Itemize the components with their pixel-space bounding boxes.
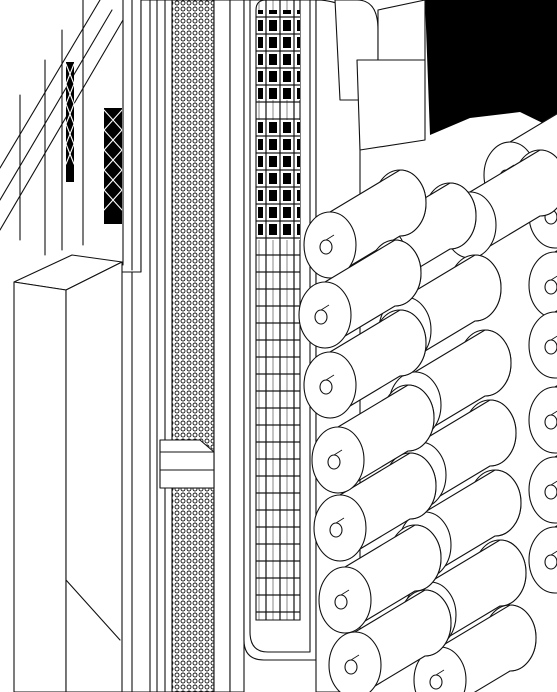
cylinder-axle-hub <box>544 339 557 355</box>
cylinder-axle-hub <box>319 239 333 255</box>
cylinder <box>528 525 557 594</box>
cylinder-axle-hub <box>544 484 557 500</box>
cylinder-axle-hub <box>544 554 557 570</box>
cylinder-front-cap <box>528 456 557 524</box>
perforated-mesh-column <box>171 0 215 692</box>
cylinder-axle-hub <box>327 454 341 470</box>
window-mullions <box>122 0 142 273</box>
cylinder-axle-hub <box>544 279 557 295</box>
cylinder-axle-edge <box>550 275 557 281</box>
cylinder-axle-hub <box>329 522 343 538</box>
cross-braced-truss <box>65 62 123 224</box>
cylinder <box>413 604 537 692</box>
diagonal-railing <box>0 0 124 256</box>
cylinder-axle-edge <box>435 669 445 676</box>
cylinder-front-cap <box>528 526 557 594</box>
cylinder-axle-edge <box>325 374 335 381</box>
cylinder <box>298 239 422 349</box>
cylinder-axle-hub <box>544 414 557 430</box>
grid-window-panel <box>255 0 301 621</box>
cylinder-axle-hub <box>429 674 443 690</box>
crossbar-beam <box>159 439 215 489</box>
cylinder-axle-edge <box>350 654 360 661</box>
cylinder <box>328 589 452 692</box>
cylinder-front-cap <box>528 311 557 379</box>
low-plinth-block <box>13 254 123 692</box>
cylinder-axle-hub <box>314 309 328 325</box>
cylinder-axle-edge <box>550 410 557 416</box>
cylinder-axle-edge <box>550 480 557 486</box>
cylinder <box>303 309 427 419</box>
cylinder-axle-edge <box>335 517 345 524</box>
stacked-cylinder-array <box>298 113 557 692</box>
cylinder-axle-edge <box>320 304 330 311</box>
cylinder-axle-edge <box>550 335 557 341</box>
cylinder-axle-hub <box>344 659 358 675</box>
cylinder-axle-hub <box>319 379 333 395</box>
outer-frame-wall <box>119 0 161 692</box>
black-void <box>425 0 557 135</box>
cylinder-axle-edge <box>550 550 557 556</box>
cylinder-axle-hub <box>334 594 348 610</box>
cylinder-axle-edge <box>333 449 343 456</box>
cylinder <box>311 384 435 494</box>
cylinder-axle-edge <box>340 589 350 596</box>
cylinder <box>318 524 442 634</box>
cylinder-front-cap <box>528 386 557 454</box>
cylinder-axle-edge <box>325 234 335 241</box>
cylinder <box>313 452 437 562</box>
cylinder <box>303 169 427 279</box>
cylinder <box>528 250 557 319</box>
cylinder <box>528 385 557 454</box>
